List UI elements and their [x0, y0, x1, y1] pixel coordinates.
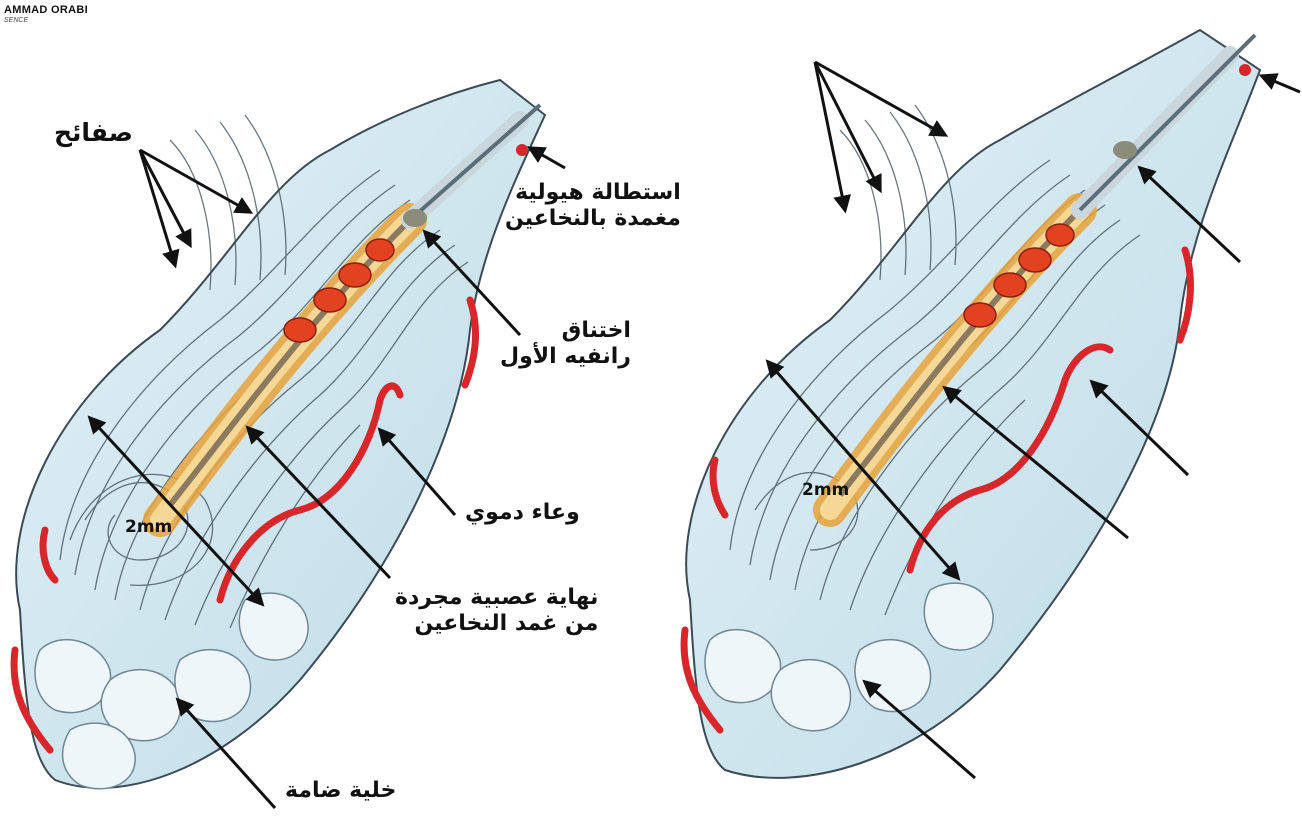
right-scale-label: 2mm [802, 480, 849, 500]
label-node-of-ranvier-line1: اختناق [500, 318, 631, 344]
left-scale-label: 2mm [125, 517, 172, 537]
label-nerve-ending: نهاية عصبية مجردة من غمد النخاعين [395, 585, 598, 637]
label-hyaline-process-line2: مغمدة بالنخاعين [505, 206, 681, 232]
label-node-of-ranvier-line2: رانفيه الأول [500, 344, 631, 370]
left-corpuscle: 2mm [14, 80, 565, 808]
author-subtitle: SENCE [4, 17, 88, 24]
label-nerve-ending-line1: نهاية عصبية مجردة [395, 585, 598, 611]
label-blood-vessel: وعاء دموي [465, 500, 580, 526]
label-node-of-ranvier: اختناق رانفيه الأول [500, 318, 631, 370]
label-hyaline-process: استطالة هيولية مغمدة بالنخاعين [505, 180, 681, 232]
label-adipocyte: خلية ضامة [285, 778, 396, 804]
right-corpuscle [684, 30, 1260, 778]
author-tag: AMMAD ORABI SENCE [4, 4, 88, 24]
label-nerve-ending-line2: من غمد النخاعين [395, 611, 598, 637]
author-name: AMMAD ORABI [4, 4, 88, 16]
label-hyaline-process-line1: استطالة هيولية [505, 180, 681, 206]
label-lamellae: صفائح [54, 118, 133, 148]
